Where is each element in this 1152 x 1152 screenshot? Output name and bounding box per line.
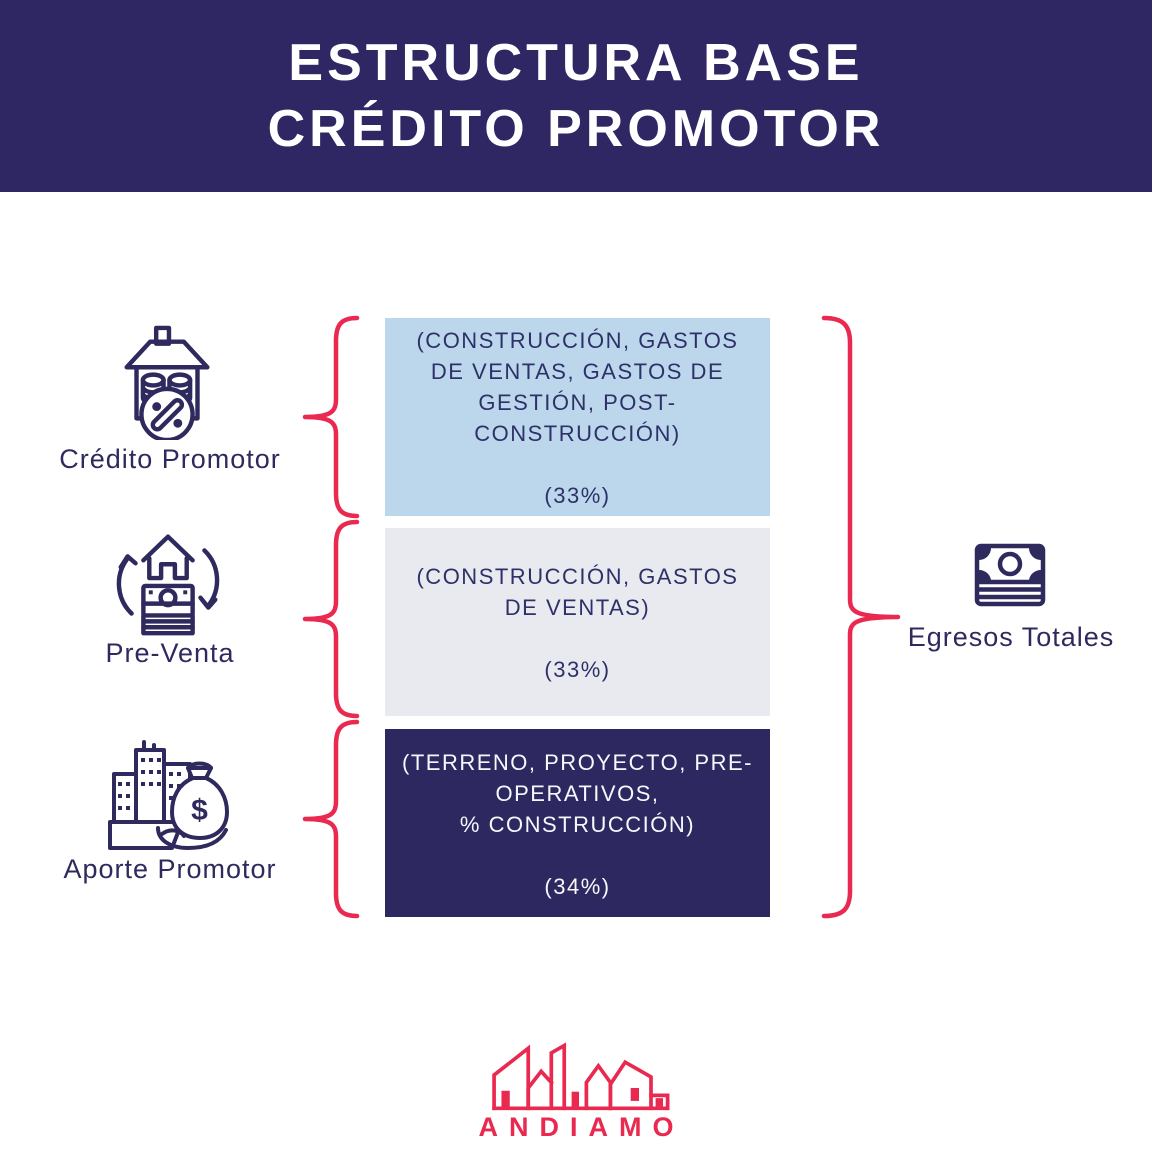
house-coins-percent-icon — [124, 325, 210, 440]
city-skyline-icon — [492, 1042, 670, 1111]
brace-egresos-totales — [821, 315, 901, 919]
block-description: (TERRENO, PROYECTO, PRE-OPERATIVOS, % CO… — [402, 749, 753, 837]
block-percent: (33%) — [544, 657, 611, 682]
block-credito-promotor: (CONSTRUCCIÓN, GASTOS DE VENTAS, GASTOS … — [385, 318, 770, 516]
buildings-money-bag-icon: $ — [108, 740, 229, 850]
brace-pre-venta — [302, 519, 360, 719]
source-label-credito-promotor: Crédito Promotor — [59, 444, 281, 474]
house-money-cycle-icon — [116, 534, 220, 636]
block-description: (CONSTRUCCIÓN, GASTOS DE VENTAS, GASTOS … — [416, 328, 739, 446]
block-aporte-promotor: (TERRENO, PROYECTO, PRE-OPERATIVOS, % CO… — [385, 729, 770, 917]
block-percent: (33%) — [544, 483, 611, 508]
cash-stack-icon — [974, 543, 1046, 607]
source-label-pre-venta: Pre-Venta — [105, 638, 235, 668]
source-label-aporte-promotor: Aporte Promotor — [63, 854, 277, 884]
block-percent: (34%) — [544, 873, 611, 899]
total-label-egresos-totales: Egresos Totales — [907, 622, 1115, 652]
brand-wordmark: ANDIAMO — [478, 1112, 685, 1142]
page-title-line-1: ESTRUCTURA BASE — [288, 34, 864, 92]
svg-text:$: $ — [191, 794, 208, 827]
brace-aporte-promotor — [302, 719, 360, 919]
block-pre-venta: (CONSTRUCCIÓN, GASTOS DE VENTAS) (33%) — [385, 528, 770, 716]
brace-credito-promotor — [302, 315, 360, 519]
page-title-line-2: CRÉDITO PROMOTOR — [267, 100, 885, 158]
block-description: (CONSTRUCCIÓN, GASTOS DE VENTAS) — [416, 564, 739, 620]
header-band: ESTRUCTURA BASE CRÉDITO PROMOTOR — [0, 0, 1152, 192]
